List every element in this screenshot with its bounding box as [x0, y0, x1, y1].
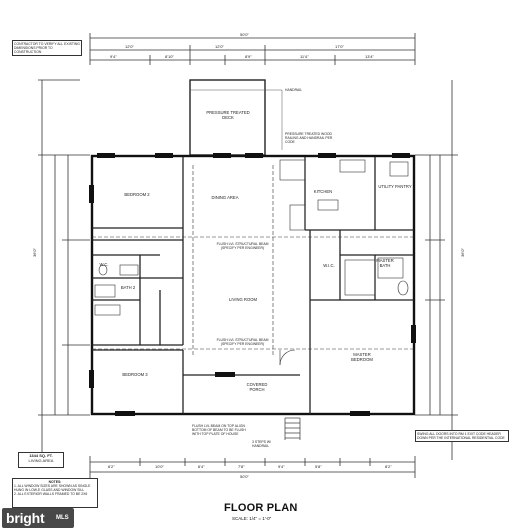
- notes-box: NOTES: 1. ALL WINDOW SIZES ARE SHOWN AS …: [12, 478, 98, 508]
- dim-top-left: 12'0": [125, 44, 134, 49]
- porch-beam-note: FLUSH LVL BEAM ON TOP ALIGN BOTTOM OF BE…: [192, 424, 246, 436]
- room-covered-porch: COVERED PORCH: [246, 382, 268, 392]
- living-area-label: LIVING AREA: [28, 458, 54, 463]
- notes-heading: NOTES:: [48, 480, 62, 484]
- dim-bottom-1: 10'0": [155, 464, 164, 469]
- watermark-badge: bright MLS: [2, 508, 74, 528]
- dim-top-mid: 12'0": [215, 44, 224, 49]
- scale-label: SCALE: 1/4" = 1'-0": [232, 516, 272, 521]
- dim-right-total: 36'0": [459, 248, 465, 257]
- notes-line1: 1. ALL WINDOW SIZES ARE SHOWN AS SINGLE: [14, 484, 91, 488]
- dim-bottom-6: 8'2": [385, 464, 392, 469]
- porch-railing-note: PRESSURE TREATED WOOD RAILING AND HANDRA…: [285, 132, 333, 144]
- room-master-bath: MASTER BATH: [376, 258, 394, 268]
- room-wic: W.I.C.: [323, 263, 335, 268]
- room-master-bedroom: MASTER BEDROOM: [351, 352, 373, 362]
- handrail-note: HANDRAIL: [285, 88, 303, 92]
- dim-bottom-2: 6'4": [198, 464, 205, 469]
- living-area-box: 1344 SQ. FT. LIVING AREA: [18, 452, 64, 468]
- dim-bottom-5: 5'8": [315, 464, 322, 469]
- room-utility: UTILITY PANTRY: [378, 184, 412, 189]
- dim-bottom-total: 50'0": [240, 474, 249, 479]
- dim-top-row2-1: 8'10": [165, 54, 174, 59]
- room-dining: DINING AREA: [211, 195, 239, 200]
- beam-note-2: FLUSH LVL STRUCTURAL BEAM (SPECIFY PER E…: [216, 338, 269, 346]
- dim-top-row2-0: 9'4": [110, 54, 117, 59]
- room-wc: W.C.: [99, 262, 109, 267]
- watermark-suffix: MLS: [56, 515, 69, 521]
- room-deck: PRESSURE TREATED DECK: [206, 110, 250, 120]
- dim-bottom-3: 7'8": [238, 464, 245, 469]
- notes-line3: 2. ALL EXTERIOR WALLS FRAMED TO BE 2x6: [14, 492, 88, 496]
- code-note: SWING ALL DOORS INTO RM 1 EXIT CODE HEAD…: [415, 430, 509, 442]
- contractor-note: CONTRACTOR TO VERIFY ALL EXISTING DIMENS…: [12, 40, 82, 56]
- step-note: 3 STEPS W/ HANDRAIL: [252, 440, 272, 448]
- dim-bottom-0: 6'2": [108, 464, 115, 469]
- dim-top-total: 50'0": [240, 32, 249, 37]
- watermark-logo: bright: [6, 510, 45, 526]
- dim-left-total: 36'0": [31, 248, 37, 257]
- notes-line2: HUNG IN LOW-E GLASS AND WINDOW SILL: [14, 488, 85, 492]
- room-living: LIVING ROOM: [229, 297, 257, 302]
- room-bedroom3: BEDROOM 3: [122, 372, 148, 377]
- beam-note-1: FLUSH LVL STRUCTURAL BEAM (SPECIFY PER E…: [216, 242, 269, 250]
- dim-top-right: 17'0": [335, 44, 344, 49]
- dim-top-row2-3: 11'4": [300, 54, 309, 59]
- dim-top-row2-4: 13'4": [365, 54, 374, 59]
- living-area-value: 1344 SQ. FT.: [29, 453, 53, 458]
- dim-top-row2-2: 8'9": [245, 54, 252, 59]
- room-bedroom2: BEDROOM 2: [124, 192, 150, 197]
- dim-bottom-4: 9'4": [278, 464, 285, 469]
- page-title: FLOOR PLAN: [224, 502, 298, 514]
- room-kitchen: KITCHEN: [313, 189, 333, 194]
- room-bath2: BATH 2: [120, 285, 136, 290]
